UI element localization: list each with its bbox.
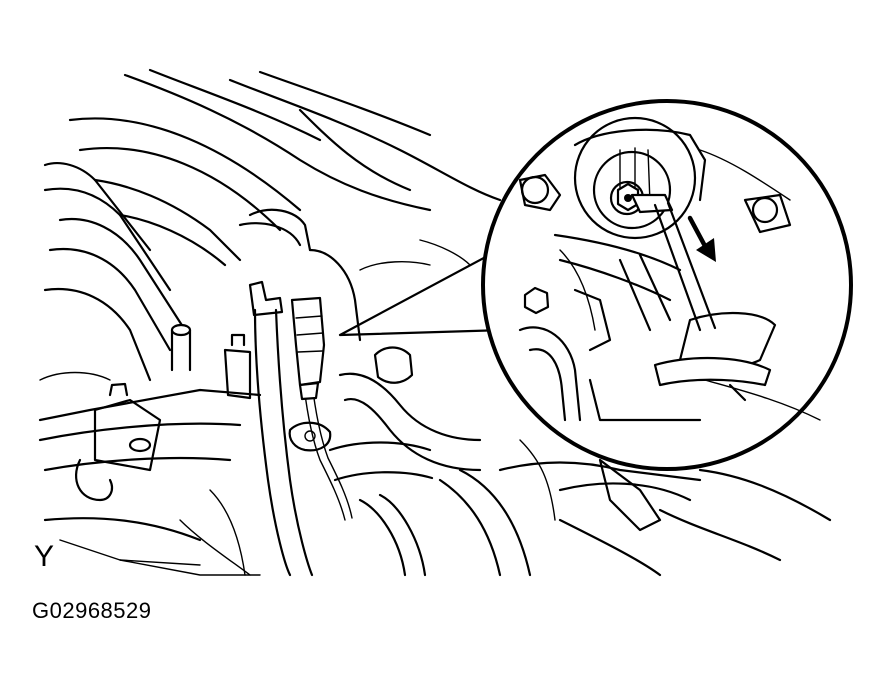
figure-code: G02968529 <box>32 598 152 623</box>
view-direction-label: Y <box>34 540 55 573</box>
arrow-down-right-icon <box>687 215 716 262</box>
detail-view <box>481 99 853 471</box>
callout-pointer <box>338 243 510 337</box>
sensor-connector <box>290 296 326 401</box>
engine-bay-drawing <box>38 68 832 577</box>
